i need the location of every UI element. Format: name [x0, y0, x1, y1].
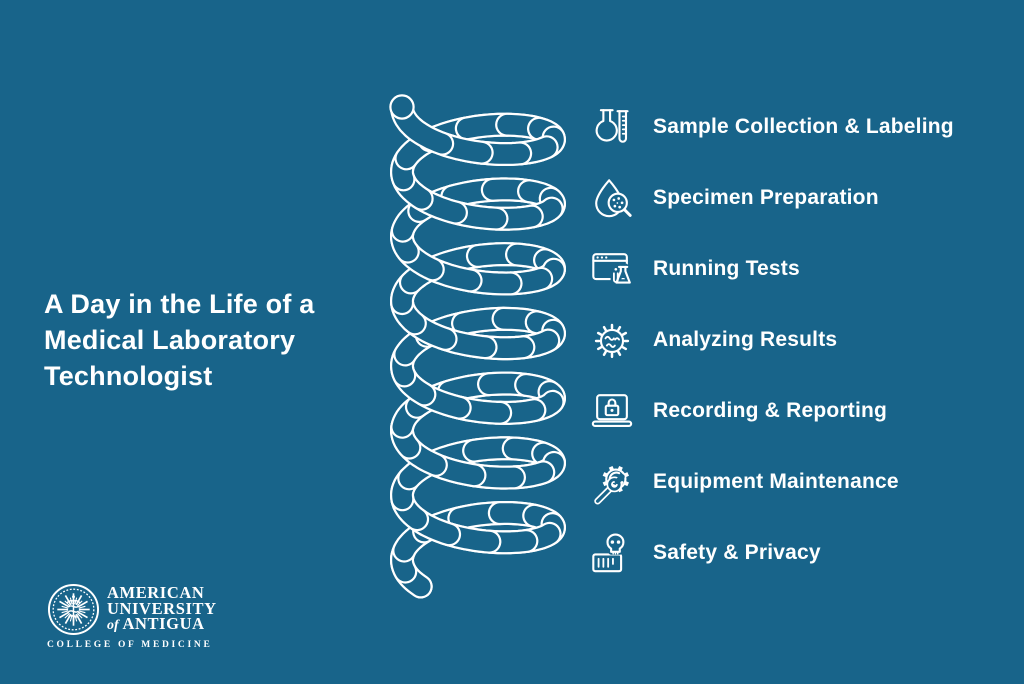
page-title: A Day in the Life of a Medical Laborator… [44, 289, 315, 391]
steps-list: Sample Collection & Labeling Specimen Pr… [588, 103, 954, 600]
logo-line-american: AMERICAN [107, 583, 205, 603]
logo-line-university: UNIVERSITY [107, 598, 217, 618]
logo-college-of-medicine: COLLEGE OF MEDICINE [47, 640, 213, 650]
caduceus-icon [66, 595, 81, 623]
step-row-safety-privacy: Safety & Privacy [588, 529, 954, 577]
step-label: Sample Collection & Labeling [653, 115, 954, 138]
step-label: Equipment Maintenance [653, 470, 899, 493]
step-label: Analyzing Results [653, 328, 838, 351]
virus-icon [588, 316, 636, 364]
step-label: Specimen Preparation [653, 186, 879, 209]
skull-container-icon [588, 529, 636, 577]
step-row-analyzing-results: Analyzing Results [588, 316, 954, 364]
step-row-sample-collection: Sample Collection & Labeling [588, 103, 954, 151]
wrench-gear-icon [588, 458, 636, 506]
step-label: Running Tests [653, 257, 800, 280]
university-logo: AMERICAN UNIVERSITY of ANTIGUA COLLEGE O… [47, 583, 216, 650]
step-row-specimen-preparation: Specimen Preparation [588, 174, 954, 222]
university-name: AMERICAN UNIVERSITY of ANTIGUA [107, 585, 217, 634]
logo-line-antigua: of ANTIGUA [107, 614, 205, 634]
droplet-magnifier-icon [588, 174, 636, 222]
step-label: Recording & Reporting [653, 399, 888, 422]
university-seal-icon [47, 583, 100, 636]
step-row-equipment-maintenance: Equipment Maintenance [588, 458, 954, 506]
step-row-recording-reporting: Recording & Reporting [588, 387, 954, 435]
coil-spring-graphic [389, 94, 566, 599]
step-row-running-tests: Running Tests [588, 245, 954, 293]
step-label: Safety & Privacy [653, 541, 821, 564]
flask-test-tube-icon [588, 103, 636, 151]
browser-flask-icon [588, 245, 636, 293]
laptop-lock-icon [588, 387, 636, 435]
